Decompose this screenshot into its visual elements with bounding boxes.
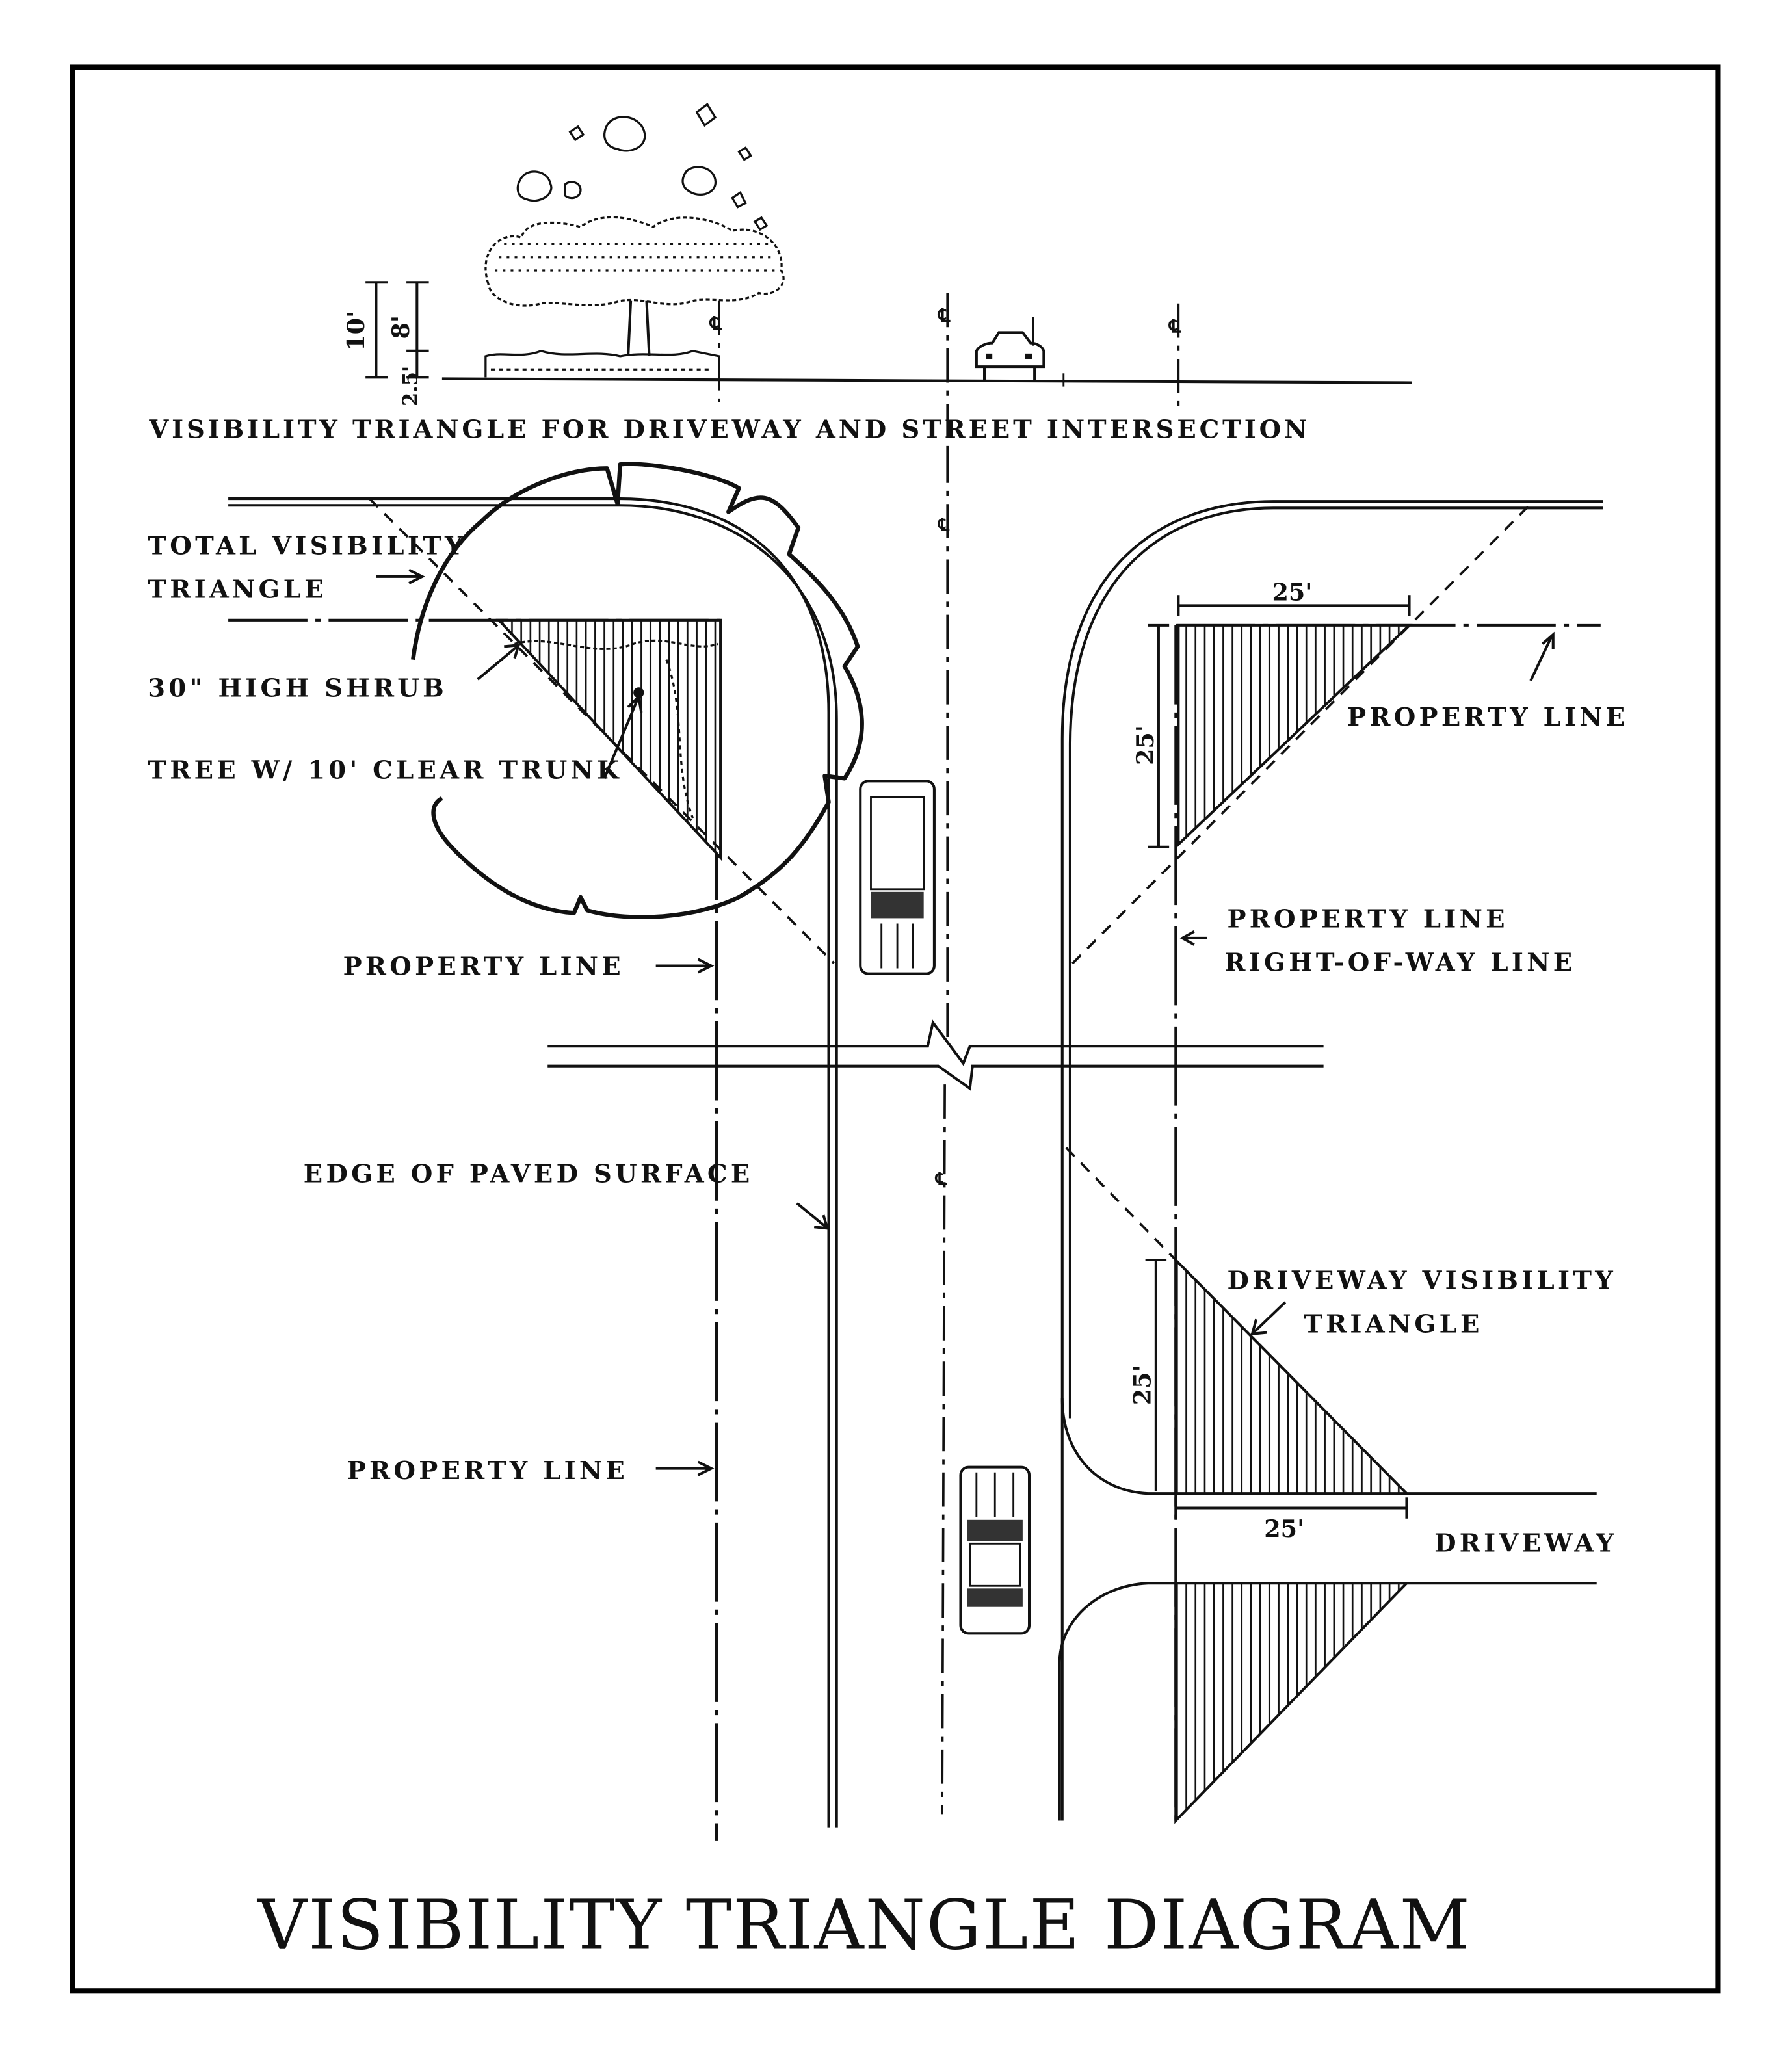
arrow-icon (1250, 1301, 1287, 1335)
centerline-symbol: ℄ (935, 1169, 947, 1189)
leader-arrows (376, 568, 1555, 1476)
dimension-25ft-vertical-driveway: 25' (1129, 1258, 1167, 1491)
label-edge-of-paved-surface: EDGE OF PAVED SURFACE (304, 1159, 754, 1188)
dim-25ft: 25' (1131, 725, 1159, 765)
dimension-25ft-horizontal-top: 25' (1177, 578, 1411, 616)
car-elevation-icon (975, 317, 1065, 387)
arrow-icon (477, 644, 521, 681)
centerline-symbol: ℄ (709, 312, 722, 334)
page-frame (70, 64, 1721, 1994)
total-visibility-triangle-hypotenuse (368, 497, 835, 964)
car-plan-icon-lower (959, 1465, 1031, 1635)
label-shrub: 30" HIGH SHRUB (148, 674, 447, 703)
street-centerline (941, 1084, 946, 1815)
left-paved-edge (228, 497, 838, 1828)
label-property-line-lower-left: PROPERTY LINE (347, 1456, 628, 1486)
label-property-line-upper-left: PROPERTY LINE (343, 952, 624, 982)
shrub-texture (665, 659, 694, 819)
break-line (547, 1019, 1324, 1091)
dimension-25ft-vertical-top: 25' (1131, 623, 1170, 848)
tree-canopy-outline (411, 462, 864, 920)
driveway-edges (1058, 1398, 1597, 1821)
plan-view: ℄ ℄ 25' (148, 448, 1628, 1841)
car-plan-icon-upper (859, 780, 936, 975)
label-total-visibility-triangle-1: TOTAL VISIBILITY (148, 531, 466, 560)
height-dimension-8ft: 8' 2.5' (387, 281, 429, 406)
arrow-icon (376, 568, 425, 584)
driveway-visibility-hypotenuse-extension (1065, 1147, 1177, 1261)
dim-10ft: 10' (342, 311, 370, 351)
driveway-visibility-triangle-lower (1174, 1582, 1410, 1824)
label-total-visibility-triangle-2: TRIANGLE (148, 575, 327, 604)
corner-visibility-triangle-right (1177, 623, 1413, 848)
driveway-visibility-triangle-upper (1174, 1257, 1410, 1495)
height-dimension-10ft: 10' (342, 281, 388, 379)
centerline-symbol: ℄ (1168, 315, 1181, 337)
dim-8ft: 8' (387, 315, 415, 339)
tree-elevation-icon (484, 102, 785, 378)
shrub-texture (514, 639, 718, 650)
arrow-icon (796, 1202, 830, 1230)
centerline-symbol: ℄ (938, 515, 950, 535)
elevation-reference-lines: ℄ ℄ ℄ (709, 293, 1181, 449)
tree-trunk-marker (633, 687, 644, 698)
dim-25ft: 25' (1129, 1365, 1157, 1405)
label-tree: TREE W/ 10' CLEAR TRUNK (148, 755, 622, 785)
arrow-icon (1529, 631, 1555, 682)
dim-25ft: 25' (1264, 1515, 1304, 1543)
label-property-line-row-1: PROPERTY LINE (1227, 905, 1508, 934)
label-driveway-visibility-triangle-1: DRIVEWAY VISIBILITY (1227, 1266, 1616, 1296)
label-driveway-visibility-triangle-2: TRIANGLE (1304, 1310, 1483, 1339)
label-right-of-way-line: RIGHT-OF-WAY LINE (1224, 949, 1575, 978)
right-total-visibility-hypotenuse (1065, 505, 1529, 971)
label-driveway: DRIVEWAY (1434, 1529, 1617, 1558)
dim-25ft: 25' (1272, 578, 1312, 606)
ground-line (441, 377, 1412, 384)
right-paved-edge (1060, 500, 1603, 1821)
elevation-view: 10' 8' 2.5' (148, 102, 1412, 449)
plan-labels: TOTAL VISIBILITY TRIANGLE 30" HIGH SHRUB… (148, 531, 1628, 1558)
elevation-caption: VISIBILITY TRIANGLE FOR DRIVEWAY AND STR… (148, 415, 1310, 445)
centerline-symbol: ℄ (937, 304, 951, 326)
arrow-icon (603, 694, 643, 780)
dimension-25ft-horizontal-driveway: 25' (1174, 1497, 1408, 1543)
diagram-title: VISIBILITY TRIANGLE DIAGRAM (256, 1885, 1471, 1965)
dim-2-5ft: 2.5' (399, 366, 422, 406)
arrow-icon (655, 1460, 715, 1476)
arrow-icon (655, 958, 715, 974)
arrow-icon (1179, 930, 1208, 946)
label-property-line-upper-right: PROPERTY LINE (1347, 703, 1628, 732)
